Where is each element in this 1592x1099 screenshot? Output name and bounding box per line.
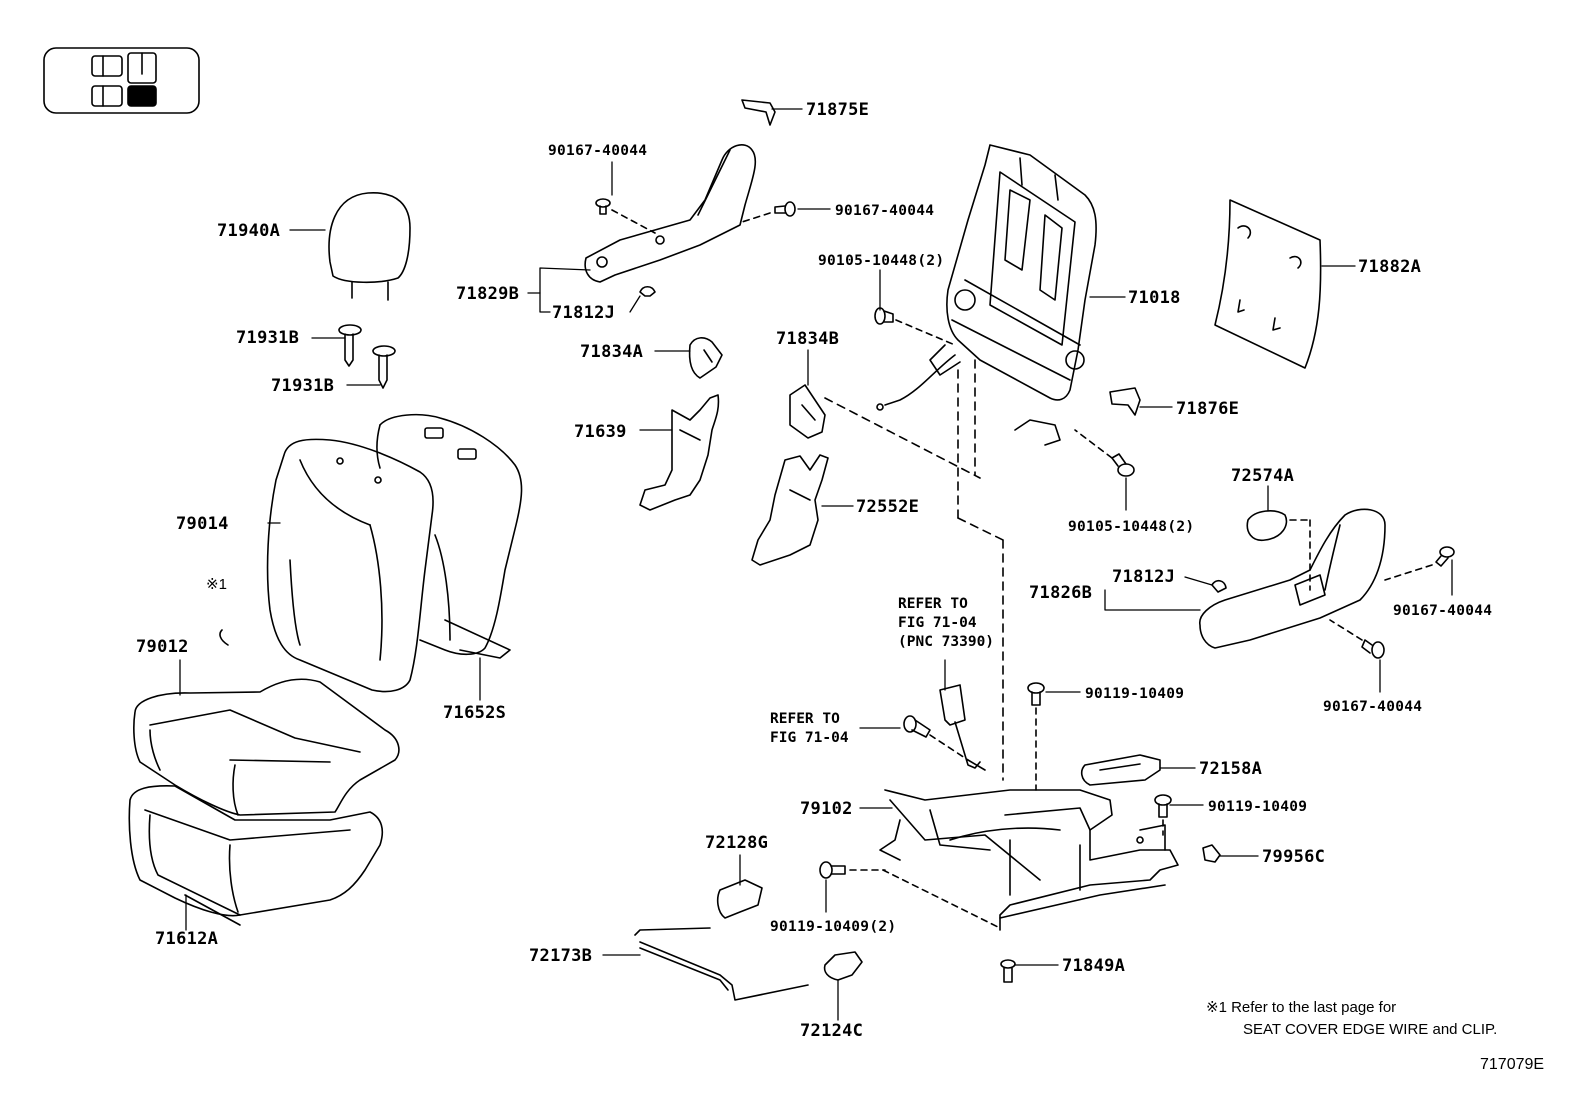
edge-wire-clip	[219, 629, 229, 646]
screw-90167-40044-a	[595, 198, 611, 215]
label-90105-10448-b: 90105-10448(2)	[1068, 519, 1195, 535]
label-90167-40044-c: 90167-40044	[1393, 603, 1493, 619]
seat-cushion-cover	[133, 678, 400, 816]
dash-p	[882, 869, 1001, 929]
armrest-bracket-71829B	[584, 144, 757, 283]
screw-90167-40044-b	[774, 201, 796, 217]
dash-k	[957, 517, 1004, 541]
clip-71812J-b	[1211, 579, 1227, 593]
cover-72158A	[1080, 754, 1161, 786]
bolt-90119-10409-c	[819, 861, 846, 879]
dash-c	[824, 397, 981, 479]
bolt-90105-10448-a	[874, 307, 894, 325]
label-71849A: 71849A	[1062, 956, 1126, 976]
headrest-guide-1	[338, 324, 362, 367]
ref-note-pnc-line2: FIG 71-04	[898, 615, 977, 631]
label-71812J-b: 71812J	[1112, 567, 1176, 587]
label-71834A: 71834A	[580, 342, 644, 362]
back-board-71882A	[1214, 199, 1322, 369]
label-90105-10448-a: 90105-10448(2)	[818, 253, 945, 269]
leader-lines	[179, 108, 1453, 1021]
armrest-bracket-71826B	[1199, 508, 1386, 649]
footnote-line2: SEAT COVER EDGE WIRE and CLIP.	[1243, 1021, 1498, 1038]
dash-h	[1384, 564, 1433, 581]
seat-belt-buckle	[939, 684, 986, 771]
label-72552E: 72552E	[856, 497, 920, 517]
label-71875E: 71875E	[806, 100, 870, 120]
hinge-cover-71834B	[789, 384, 826, 439]
cover-72124C	[823, 951, 863, 981]
seat-track	[879, 789, 1179, 931]
seat-cushion-pad	[128, 785, 384, 926]
label-71829B: 71829B	[456, 284, 520, 304]
clip-71812J-a	[639, 285, 656, 297]
dash-a	[611, 209, 656, 234]
label-71931B-b: 71931B	[271, 376, 335, 396]
label-71826B: 71826B	[1029, 583, 1093, 603]
label-72124C: 72124C	[800, 1021, 864, 1041]
cover-72552E	[751, 454, 829, 566]
screw-90167-40044-d	[1361, 639, 1385, 659]
label-79014: 79014	[176, 514, 229, 534]
label-71940A: 71940A	[217, 221, 281, 241]
label-90119-10409-a: 90119-10409	[1085, 686, 1185, 702]
dash-e	[1074, 429, 1113, 459]
label-71612A: 71612A	[155, 929, 219, 949]
label-71639: 71639	[574, 422, 627, 442]
label-72574A: 72574A	[1231, 466, 1295, 486]
bolt-71849A	[1000, 959, 1016, 983]
hinge-cover-71834A	[688, 337, 723, 379]
bolt-90105-10448-b	[1111, 453, 1135, 477]
ref-note-fig: REFER TO FIG 71-04	[770, 710, 849, 748]
seatback-pad	[376, 413, 523, 659]
bolt-90119-10409-b	[1154, 794, 1172, 818]
dash-i	[1329, 619, 1363, 641]
ref-note-fig-line2: FIG 71-04	[770, 730, 849, 746]
seatback-frame	[876, 144, 1097, 446]
headrest-guide-2	[372, 345, 396, 389]
label-90119-10409-c: 90119-10409(2)	[770, 919, 897, 935]
label-90167-40044-b: 90167-40044	[835, 203, 935, 219]
label-90167-40044-d: 90167-40044	[1323, 699, 1423, 715]
label-79102: 79102	[800, 799, 853, 819]
ref-note-fig-line1: REFER TO	[770, 711, 840, 727]
headrest	[328, 192, 411, 301]
seat-position-key-icon	[43, 47, 200, 114]
cover-72574A	[1246, 510, 1288, 542]
mark-1: ※1	[206, 576, 227, 593]
label-79956C: 79956C	[1262, 847, 1326, 867]
label-79012: 79012	[136, 637, 189, 657]
label-90167-40044-a: 90167-40044	[548, 143, 648, 159]
ref-note-pnc-line1: REFER TO	[898, 596, 968, 612]
label-71931B-a: 71931B	[236, 328, 300, 348]
bolt-90119-10409-a	[1027, 682, 1045, 706]
ref-note-pnc: REFER TO FIG 71-04 (PNC 73390)	[898, 595, 994, 652]
dash-d	[895, 319, 956, 346]
screw-90167-40044-c	[1435, 546, 1455, 567]
label-72173B: 72173B	[529, 946, 593, 966]
cover-72128G	[716, 879, 763, 919]
label-72158A: 72158A	[1199, 759, 1263, 779]
figure-id: 717079E	[1480, 1056, 1545, 1073]
label-71834B: 71834B	[776, 329, 840, 349]
label-71876E: 71876E	[1176, 399, 1240, 419]
dash-b	[741, 212, 771, 223]
wire-72173B	[634, 927, 809, 1001]
cover-71875E	[741, 99, 776, 126]
ref-note-pnc-line3: (PNC 73390)	[898, 634, 995, 650]
footnote-line1: ※1 Refer to the last page for	[1206, 999, 1397, 1016]
bolt-ref-fig	[903, 715, 931, 738]
label-72128G: 72128G	[705, 833, 769, 853]
cover-71876E	[1109, 387, 1141, 416]
label-71882A: 71882A	[1358, 257, 1422, 277]
cover-71639	[639, 394, 720, 511]
label-71652S: 71652S	[443, 703, 507, 723]
label-71018: 71018	[1128, 288, 1181, 308]
clip-79956C	[1202, 844, 1221, 863]
label-90119-10409-b: 90119-10409	[1208, 799, 1308, 815]
label-71812J-a: 71812J	[552, 303, 616, 323]
seatback-cover	[266, 438, 434, 693]
dash-n	[929, 734, 969, 761]
